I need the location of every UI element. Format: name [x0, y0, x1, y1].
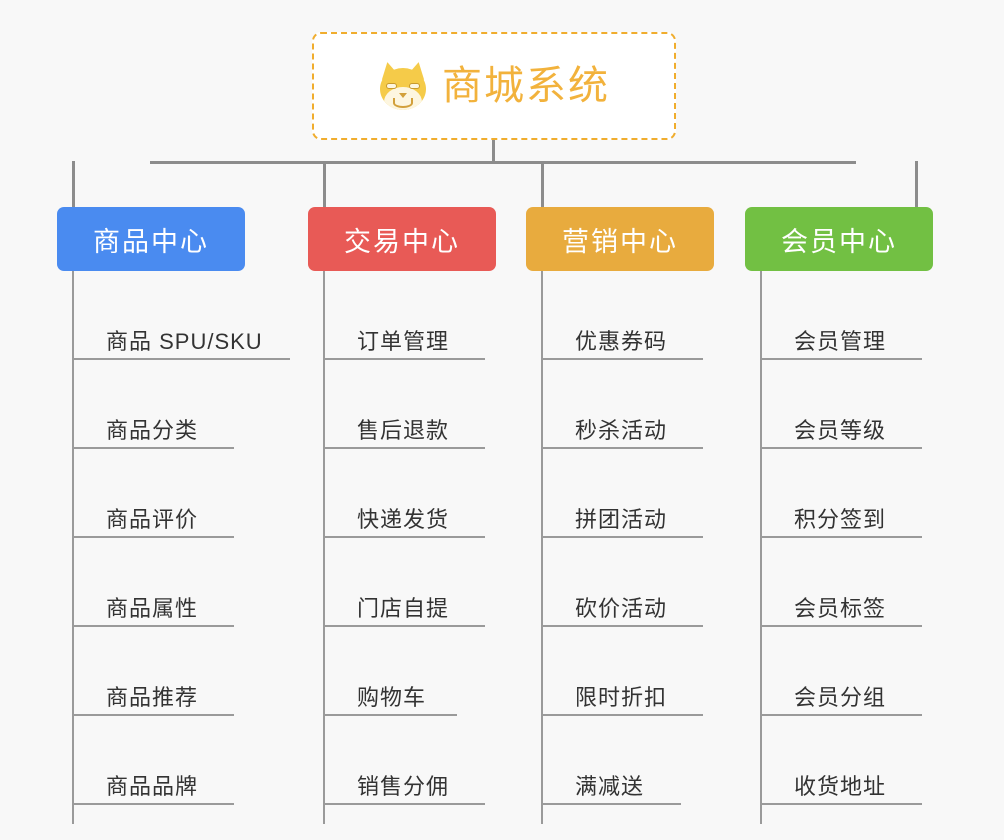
leaf-item-label: 订单管理: [357, 328, 450, 354]
leaf-item[interactable]: 会员管理: [760, 271, 922, 360]
leaf-item[interactable]: 商品推荐: [72, 627, 234, 716]
connector-drop-trade-center: [323, 161, 326, 207]
leaf-item[interactable]: 销售分佣: [323, 716, 485, 805]
shiba-dog-icon: [378, 60, 428, 110]
leaf-item-label: 商品属性: [106, 595, 199, 621]
leaf-item-label: 售后退款: [357, 417, 450, 443]
leaf-item-label: 商品评价: [106, 506, 199, 532]
leaf-item-label: 商品推荐: [106, 684, 199, 710]
leaf-item[interactable]: 商品分类: [72, 360, 234, 449]
connector-drop-product-center: [72, 161, 75, 207]
leaf-item[interactable]: 收货地址: [760, 716, 922, 805]
leaf-item[interactable]: 订单管理: [323, 271, 485, 360]
leaf-item-label: 优惠券码: [575, 328, 668, 354]
category-title-trade-center: 交易中心: [344, 226, 460, 257]
leaf-item[interactable]: 商品 SPU/SKU: [72, 271, 290, 360]
leaf-item-label: 拼团活动: [575, 506, 668, 532]
leaf-item[interactable]: 购物车: [323, 627, 457, 716]
leaf-item[interactable]: 会员等级: [760, 360, 922, 449]
connector-spine-product-center: [72, 271, 74, 824]
leaf-item-label: 商品 SPU/SKU: [106, 328, 263, 354]
leaf-item[interactable]: 优惠券码: [541, 271, 703, 360]
connector-spine-marketing-center: [541, 271, 543, 824]
leaf-item-label: 购物车: [357, 684, 427, 710]
leaf-item-label: 商品分类: [106, 417, 199, 443]
category-box-member-center[interactable]: 会员中心: [745, 207, 933, 271]
leaf-item[interactable]: 商品属性: [72, 538, 234, 627]
leaf-item[interactable]: 商品品牌: [72, 716, 234, 805]
leaf-item-label: 会员分组: [794, 684, 887, 710]
category-title-product-center: 商品中心: [93, 226, 209, 257]
leaf-item-label: 会员标签: [794, 595, 887, 621]
leaf-item[interactable]: 秒杀活动: [541, 360, 703, 449]
connector-horizontal-bus: [150, 161, 856, 164]
leaf-item[interactable]: 砍价活动: [541, 538, 703, 627]
connector-spine-trade-center: [323, 271, 325, 824]
category-title-marketing-center: 营销中心: [562, 226, 678, 257]
leaf-item[interactable]: 满减送: [541, 716, 681, 805]
leaf-item[interactable]: 积分签到: [760, 449, 922, 538]
connector-spine-member-center: [760, 271, 762, 824]
leaf-item-label: 销售分佣: [357, 773, 450, 799]
leaf-item[interactable]: 限时折扣: [541, 627, 703, 716]
leaf-item-label: 会员管理: [794, 328, 887, 354]
leaf-item-label: 秒杀活动: [575, 417, 668, 443]
leaf-item[interactable]: 会员标签: [760, 538, 922, 627]
connector-drop-marketing-center: [541, 161, 544, 207]
category-box-product-center[interactable]: 商品中心: [57, 207, 245, 271]
leaf-item-label: 砍价活动: [575, 595, 668, 621]
category-title-member-center: 会员中心: [781, 226, 897, 257]
leaf-item[interactable]: 售后退款: [323, 360, 485, 449]
connector-drop-member-center: [915, 161, 918, 207]
leaf-item[interactable]: 会员分组: [760, 627, 922, 716]
leaf-item[interactable]: 门店自提: [323, 538, 485, 627]
leaf-item-label: 收货地址: [794, 773, 887, 799]
leaf-item[interactable]: 快递发货: [323, 449, 485, 538]
root-title: 商城系统: [442, 64, 610, 108]
leaf-item-label: 快递发货: [357, 506, 450, 532]
connector-root-stem: [492, 140, 495, 164]
leaf-item-label: 限时折扣: [575, 684, 668, 710]
category-box-marketing-center[interactable]: 营销中心: [526, 207, 714, 271]
leaf-item[interactable]: 商品评价: [72, 449, 234, 538]
leaf-item-label: 积分签到: [794, 506, 887, 532]
leaf-item-label: 商品品牌: [106, 773, 199, 799]
leaf-item[interactable]: 拼团活动: [541, 449, 703, 538]
leaf-item-label: 门店自提: [357, 595, 450, 621]
leaf-item-label: 满减送: [575, 773, 645, 799]
leaf-item-label: 会员等级: [794, 417, 887, 443]
root-node[interactable]: 商城系统: [312, 32, 676, 140]
category-box-trade-center[interactable]: 交易中心: [308, 207, 496, 271]
